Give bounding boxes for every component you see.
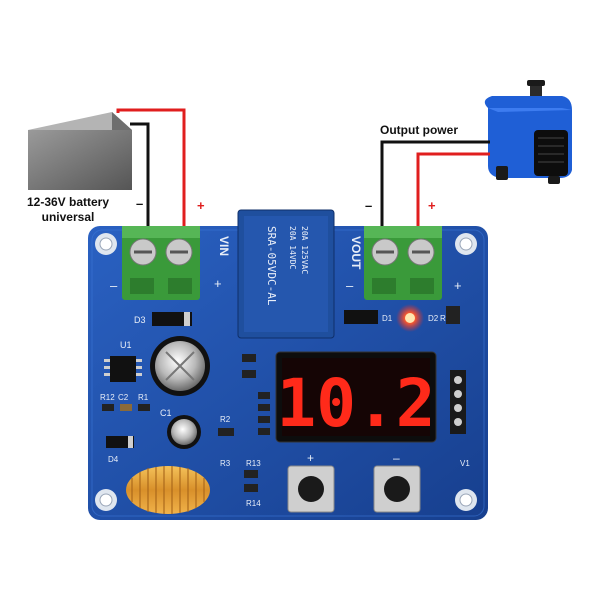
output-power-label: Output power: [380, 123, 458, 137]
pin-header: [450, 370, 466, 434]
smd-row: R12 C2 R1: [100, 393, 150, 411]
diode-d3: D3: [134, 312, 192, 326]
d1-silk: D1: [382, 314, 393, 323]
output-minus-label: –: [365, 198, 372, 213]
inductor-coil: [126, 466, 210, 514]
ic-u1: U1: [104, 340, 142, 382]
battery-black-wire: [130, 122, 150, 232]
output-red-wire: [416, 152, 490, 232]
vin-plus-silk: +: [214, 276, 222, 291]
resistor-column: R2 R3 R13 R14: [218, 354, 270, 508]
output-plus-label: +: [428, 198, 436, 213]
battery-label-line2: universal: [42, 210, 95, 224]
battery-label-line1: 12-36V battery: [27, 195, 109, 209]
c1-silk: C1: [160, 408, 172, 418]
input-terminal-block: [122, 226, 200, 300]
r3-silk: R3: [220, 459, 231, 468]
up-button[interactable]: +: [287, 451, 335, 513]
d3-silk: D3: [134, 315, 146, 325]
down-button[interactable]: –: [373, 451, 421, 513]
mounting-hole-icon: [95, 489, 117, 511]
vin-label: VIN: [217, 236, 231, 256]
relay-rating-1: 20A 14VDC: [288, 226, 297, 270]
capacitor-c1: C1: [160, 408, 201, 449]
mounting-hole-icon: [95, 233, 117, 255]
d2-silk: D2: [428, 314, 439, 323]
display-readout: 10.2: [277, 365, 436, 442]
battery: [28, 112, 132, 190]
relay-rating-2: 20A 125VAC: [300, 226, 309, 274]
vout-minus-silk: –: [346, 278, 354, 293]
relay: SRA-05VDC-AL 20A 14VDC 20A 125VAC: [237, 209, 335, 339]
r13-silk: R13: [246, 459, 261, 468]
vout-plus-silk: +: [454, 278, 462, 293]
r2-silk: R2: [220, 415, 231, 424]
seven-segment-display: 10.2: [275, 351, 437, 443]
r12-silk: R12: [100, 393, 115, 402]
down-button-silk: –: [393, 451, 400, 465]
d4-silk: D4: [108, 455, 119, 464]
mounting-hole-icon: [455, 233, 477, 255]
relay-model-text: SRA-05VDC-AL: [265, 226, 278, 306]
vin-minus-silk: –: [110, 278, 118, 293]
battery-plus-label: +: [197, 198, 205, 213]
pump-icon: [484, 80, 572, 184]
c2-silk: C2: [118, 393, 129, 402]
mounting-hole-icon: [455, 489, 477, 511]
status-components: D1 D2 R8: [344, 304, 460, 332]
up-button-silk: +: [307, 451, 314, 465]
capacitor-large: [150, 336, 210, 396]
battery-red-wire: [116, 108, 186, 232]
pcb-board: VIN VOUT + – – + SRA-05VDC-AL 20A 14VDC …: [88, 209, 488, 520]
r14-silk: R14: [246, 499, 261, 508]
r1-silk: R1: [138, 393, 149, 402]
u1-silk: U1: [120, 340, 132, 350]
battery-minus-label: –: [136, 196, 143, 211]
vout-label: VOUT: [349, 236, 363, 270]
output-black-wire: [380, 140, 490, 232]
v1-silk: V1: [460, 459, 470, 468]
r8-silk: R8: [440, 314, 451, 323]
diode-d4: D4: [106, 436, 134, 464]
output-terminal-block: [364, 226, 442, 300]
